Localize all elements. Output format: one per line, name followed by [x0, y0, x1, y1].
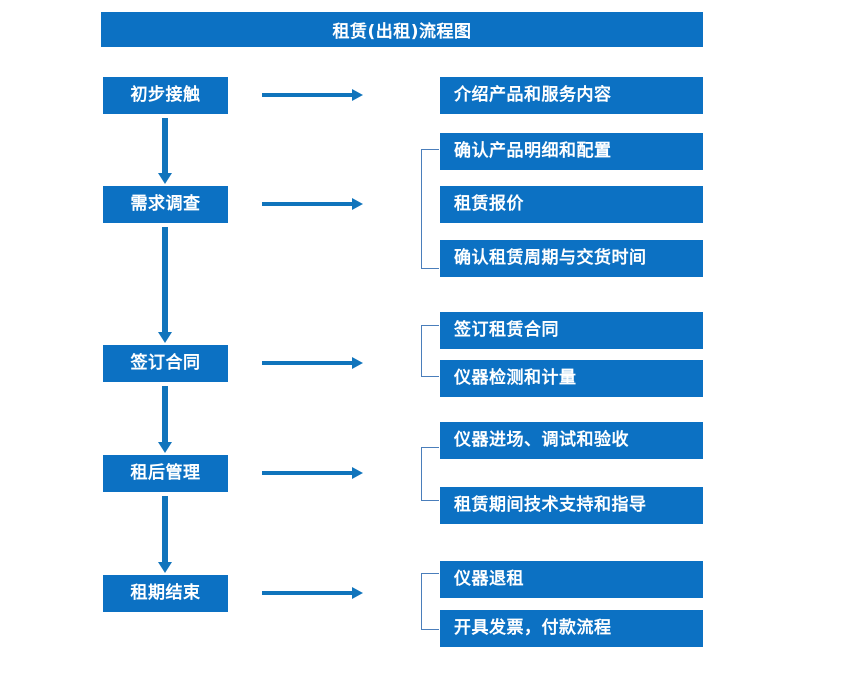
stage-box-需求调查[interactable]: 需求调查: [103, 186, 228, 223]
detail-box-签订租赁合同[interactable]: 签订租赁合同: [440, 312, 703, 349]
down-arrow-icon-2: [158, 227, 172, 343]
stage-box-租后管理[interactable]: 租后管理: [103, 455, 228, 492]
detail-box-确认租赁周期与交货时间[interactable]: 确认租赁周期与交货时间: [440, 240, 703, 277]
detail-box-确认产品明细和配置[interactable]: 确认产品明细和配置: [440, 133, 703, 170]
right-arrow-icon-4: [262, 467, 363, 479]
down-arrow-icon-3: [158, 386, 172, 453]
detail-box-租赁报价[interactable]: 租赁报价: [440, 186, 703, 223]
diagram-title: 租赁(出租)流程图: [101, 12, 703, 47]
stage-box-租期结束[interactable]: 租期结束: [103, 575, 228, 612]
stage-box-签订合同[interactable]: 签订合同: [103, 345, 228, 382]
detail-box-介绍产品和服务内容[interactable]: 介绍产品和服务内容: [440, 77, 703, 114]
stage-box-初步接触[interactable]: 初步接触: [103, 77, 228, 114]
bracket-icon-group-4: [421, 447, 439, 501]
right-arrow-icon-3: [262, 357, 363, 369]
down-arrow-icon-1: [158, 118, 172, 184]
down-arrow-icon-4: [158, 496, 172, 573]
bracket-icon-group-2: [421, 149, 439, 269]
detail-box-仪器进场调试和验收[interactable]: 仪器进场、调试和验收: [440, 422, 703, 459]
detail-box-仪器退租[interactable]: 仪器退租: [440, 561, 703, 598]
detail-box-开具发票付款流程[interactable]: 开具发票，付款流程: [440, 610, 703, 647]
right-arrow-icon-1: [262, 89, 363, 101]
detail-box-仪器检测和计量[interactable]: 仪器检测和计量: [440, 360, 703, 397]
detail-box-租赁期间技术支持和指导[interactable]: 租赁期间技术支持和指导: [440, 487, 703, 524]
right-arrow-icon-5: [262, 587, 363, 599]
right-arrow-icon-2: [262, 198, 363, 210]
bracket-icon-group-5: [421, 573, 439, 630]
bracket-icon-group-3: [421, 325, 439, 377]
